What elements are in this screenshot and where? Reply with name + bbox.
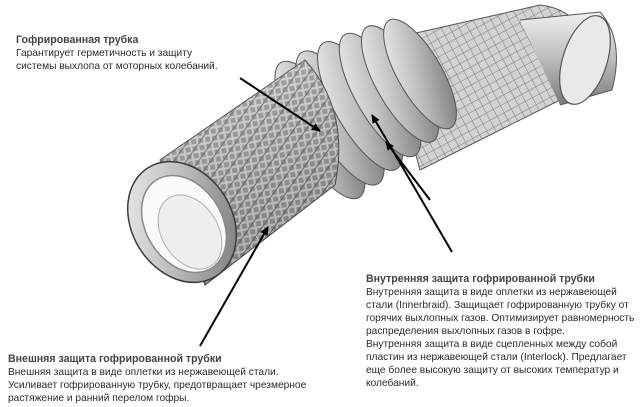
inner-arrow-2 — [385, 141, 431, 201]
corrugated-tube-text-line: Гарантирует герметичность и защиту — [16, 48, 193, 59]
outer-protection-text-line: Усиливает гофрированную трубку, предотвр… — [8, 380, 307, 391]
outer-protection-title: Внешняя защита гофрированной трубки — [8, 353, 222, 365]
outer-protection-text-line: Внешняя защита в виде оплетки из нержаве… — [8, 367, 279, 378]
inner-protection-text-line: Внутренняя защита в виде сцепленных межд… — [366, 339, 618, 350]
inner-protection-text-line: колебаний. — [366, 378, 419, 389]
inner-protection-callout: Внутренняя защита гофрированной трубки В… — [366, 273, 634, 390]
outer-protection-text-line: растяжение и ранний перелом гофры. — [8, 393, 190, 404]
inner-protection-text-line: пластин из нержавеющей стали (Interlock)… — [366, 352, 627, 363]
outer-arrow — [199, 226, 269, 347]
inner-protection-text-line: распределения выхлопных газов в гофре. — [366, 326, 565, 337]
corrugated-tube-callout: Гофрированная трубка Гарантирует гермети… — [16, 34, 218, 73]
corrugated-tube-text-line: системы выхлопа от моторных колебаний. — [16, 61, 218, 72]
inner-protection-text-line: горячих выхлопных газов. Оптимизирует ра… — [366, 313, 635, 324]
inner-protection-title: Внутренняя защита гофрированной трубки — [366, 273, 595, 285]
inner-arrow-1 — [371, 114, 453, 253]
inner-protection-text-line: еще более высокую защиту от высоких темп… — [366, 365, 619, 376]
inner-protection-text-line: Внутренняя защита в виде оплетки из нерж… — [366, 287, 617, 298]
outer-protection-callout: Внешняя защита гофрированной трубки Внеш… — [8, 353, 306, 405]
pipe-end-ring — [126, 160, 238, 284]
inner-protection-text-line: стали (Innerbraid). Защищает гофрированн… — [366, 300, 629, 311]
corrugated-tube-title: Гофрированная трубка — [16, 34, 139, 46]
corrugated-arrow — [239, 77, 321, 132]
